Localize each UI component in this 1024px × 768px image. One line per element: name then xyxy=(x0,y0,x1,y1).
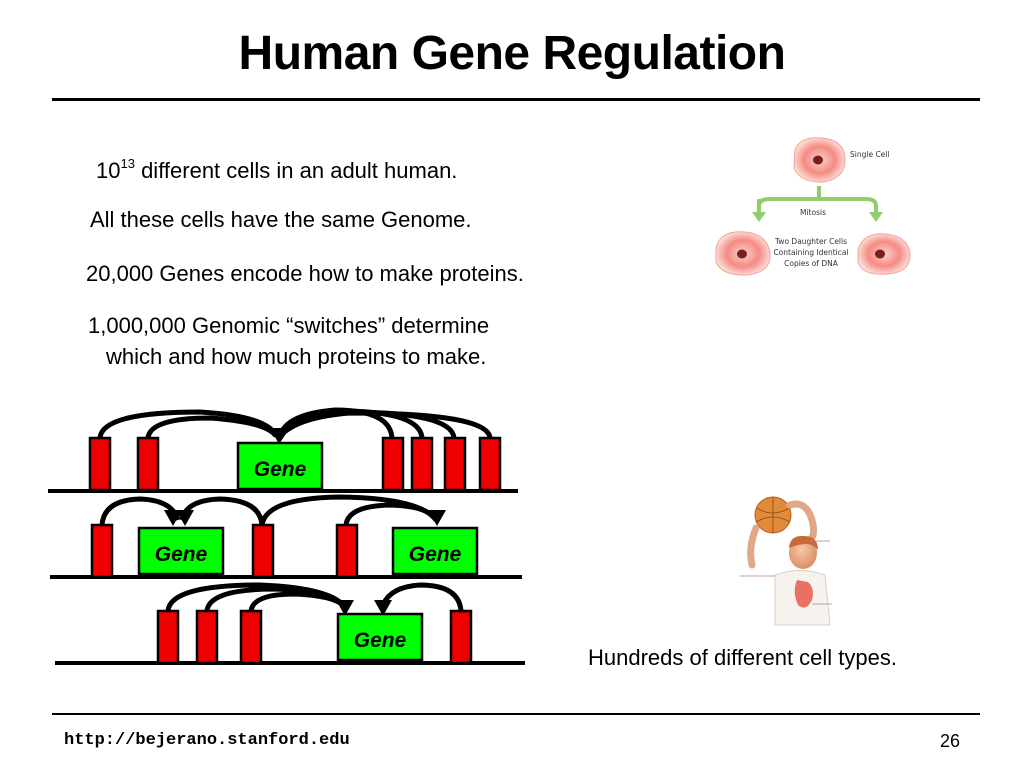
basketball-player-icon xyxy=(740,496,832,626)
arrowhead-icon xyxy=(374,600,392,616)
footer-url-link[interactable]: http://bejerano.stanford.edu xyxy=(64,731,350,750)
daughter-cell-right-icon xyxy=(857,233,911,275)
gene-regulation-diagram: Gene Gene Gene xyxy=(48,407,525,665)
regulatory-switch xyxy=(156,609,180,665)
regulatory-switch xyxy=(239,609,263,665)
regulatory-switch xyxy=(478,436,502,492)
fact-switches-line2: which and how much proteins to make. xyxy=(106,344,487,369)
cell-count-text: different cells in an adult human. xyxy=(134,158,458,183)
arrowhead-icon xyxy=(428,510,446,526)
dna-row-2: Gene Gene xyxy=(50,494,522,579)
footer-divider xyxy=(52,713,980,715)
regulatory-switch xyxy=(195,609,219,665)
regulatory-switch xyxy=(136,436,160,492)
arrowhead-icon xyxy=(270,428,290,444)
slide-title: Human Gene Regulation xyxy=(238,27,786,80)
regulatory-switch xyxy=(449,609,473,665)
gene-box xyxy=(137,526,225,576)
fact-genes: 20,000 Genes encode how to make proteins… xyxy=(86,261,524,286)
gene-label: Gene xyxy=(409,543,462,566)
cell-types-caption: Hundreds of different cell types. xyxy=(588,645,897,670)
title-divider xyxy=(52,98,980,101)
dna-row-1: Gene xyxy=(48,407,518,493)
mitosis-arrows-icon xyxy=(752,186,883,222)
mitosis-figure: Single Cell Mitosis Two Daughter Cells C… xyxy=(715,137,911,276)
gene-label: Gene xyxy=(354,629,407,652)
page-number: 26 xyxy=(940,731,961,751)
regulatory-switch xyxy=(90,523,114,579)
daughter-label-line3: Copies of DNA xyxy=(784,259,839,268)
gene-label: Gene xyxy=(254,458,307,481)
regulatory-switch xyxy=(381,436,405,492)
mitosis-label: Mitosis xyxy=(800,208,826,217)
regulatory-switch xyxy=(251,523,275,579)
cell-count-exponent: 13 xyxy=(120,155,135,171)
daughter-cell-left-icon xyxy=(715,231,771,276)
regulatory-switch xyxy=(335,523,359,579)
gene-box xyxy=(236,441,324,491)
single-cell-icon xyxy=(793,137,846,183)
fact-same-genome: All these cells have the same Genome. xyxy=(90,207,472,232)
gene-box xyxy=(391,526,479,576)
arrowhead-icon xyxy=(164,510,182,526)
cell-count-base: 10 xyxy=(96,158,121,183)
dna-row-3: Gene xyxy=(55,582,525,665)
gene-label: Gene xyxy=(155,543,208,566)
fact-cell-count: 1013 different cells in an adult human. xyxy=(96,155,458,183)
regulatory-switch xyxy=(88,436,112,492)
gene-box xyxy=(336,612,424,662)
single-cell-label: Single Cell xyxy=(850,150,889,159)
arrowhead-icon xyxy=(336,600,354,616)
regulatory-switch xyxy=(443,436,467,492)
regulatory-switch xyxy=(410,436,434,492)
fact-switches-line1: 1,000,000 Genomic “switches” determine xyxy=(88,313,490,338)
daughter-label-line1: Two Daughter Cells xyxy=(774,237,847,246)
daughter-label-line2: Containing Identical xyxy=(773,248,848,257)
arrowhead-icon xyxy=(176,510,194,526)
